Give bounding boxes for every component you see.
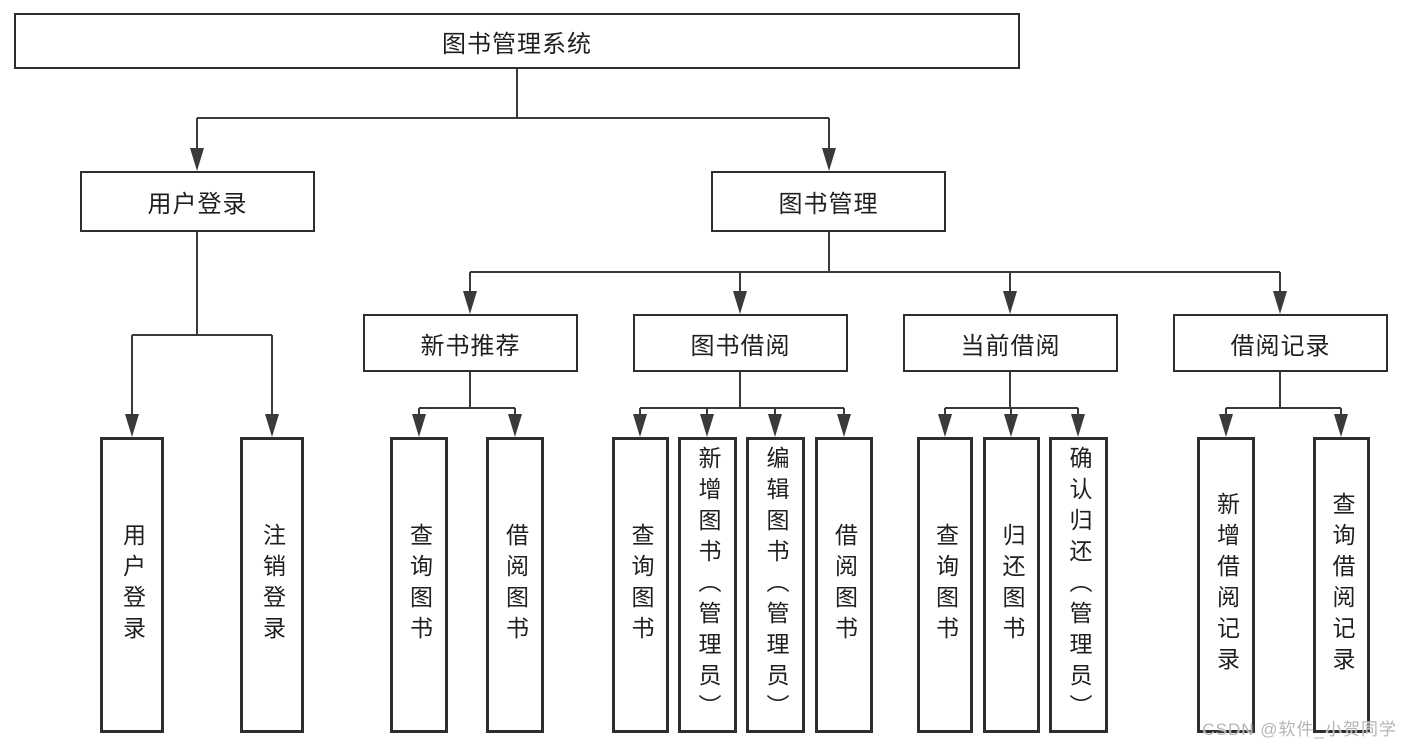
leaf-borrow-books-1-label: 借阅图书 (502, 523, 529, 647)
leaf-borrow-books-2-label: 借阅图书 (831, 523, 858, 647)
leaf-confirm-return-admin-label: 确认归还（管理员） (1066, 445, 1092, 725)
leaf-borrow-books-1: 借阅图书 (486, 437, 544, 733)
leaf-return-book: 归还图书 (983, 437, 1040, 733)
watermark: CSDN @软件_小贺同学 (1202, 720, 1397, 739)
leaf-add-borrow-record-label: 新增借阅记录 (1213, 492, 1240, 678)
leaf-query-borrow-record-label: 查询借阅记录 (1329, 492, 1355, 678)
node-book-management: 图书管理 (711, 171, 946, 232)
leaf-user-login-label: 用户登录 (119, 523, 146, 647)
node-book-borrow: 图书借阅 (633, 314, 848, 372)
leaf-return-book-label: 归还图书 (999, 523, 1025, 647)
leaf-borrow-books-2: 借阅图书 (815, 437, 873, 733)
leaf-user-login: 用户登录 (100, 437, 164, 733)
leaf-edit-book-admin: 编辑图书（管理员） (746, 437, 805, 733)
node-new-book-recommend-label: 新书推荐 (420, 332, 521, 360)
node-current-borrow: 当前借阅 (903, 314, 1118, 372)
leaf-logout-login: 注销登录 (240, 437, 304, 733)
node-book-management-label: 图书管理 (778, 191, 879, 218)
leaf-confirm-return-admin: 确认归还（管理员） (1049, 437, 1108, 733)
leaf-query-books-1-label: 查询图书 (406, 523, 433, 647)
node-root: 图书管理系统 (14, 13, 1020, 69)
node-borrow-records-label: 借阅记录 (1230, 332, 1331, 360)
node-current-borrow-label: 当前借阅 (960, 332, 1061, 360)
node-root-label: 图书管理系统 (442, 30, 592, 58)
leaf-add-book-admin-label: 新增图书（管理员） (695, 445, 721, 725)
node-user-login: 用户登录 (80, 171, 315, 232)
leaf-query-books-2: 查询图书 (612, 437, 669, 733)
leaf-query-books-2-label: 查询图书 (628, 523, 654, 647)
node-book-borrow-label: 图书借阅 (690, 332, 791, 360)
node-borrow-records: 借阅记录 (1173, 314, 1388, 372)
leaf-add-book-admin: 新增图书（管理员） (678, 437, 737, 733)
leaf-query-borrow-record: 查询借阅记录 (1313, 437, 1370, 733)
leaf-query-books-3-label: 查询图书 (932, 523, 959, 647)
leaf-logout-login-label: 注销登录 (259, 523, 286, 647)
node-new-book-recommend: 新书推荐 (363, 314, 578, 372)
leaf-add-borrow-record: 新增借阅记录 (1197, 437, 1255, 733)
leaf-query-books-1: 查询图书 (390, 437, 448, 733)
arrowhead-icons (125, 148, 1348, 437)
node-user-login-label: 用户登录 (147, 191, 248, 218)
leaf-edit-book-admin-label: 编辑图书（管理员） (763, 445, 789, 725)
leaf-query-books-3: 查询图书 (917, 437, 973, 733)
